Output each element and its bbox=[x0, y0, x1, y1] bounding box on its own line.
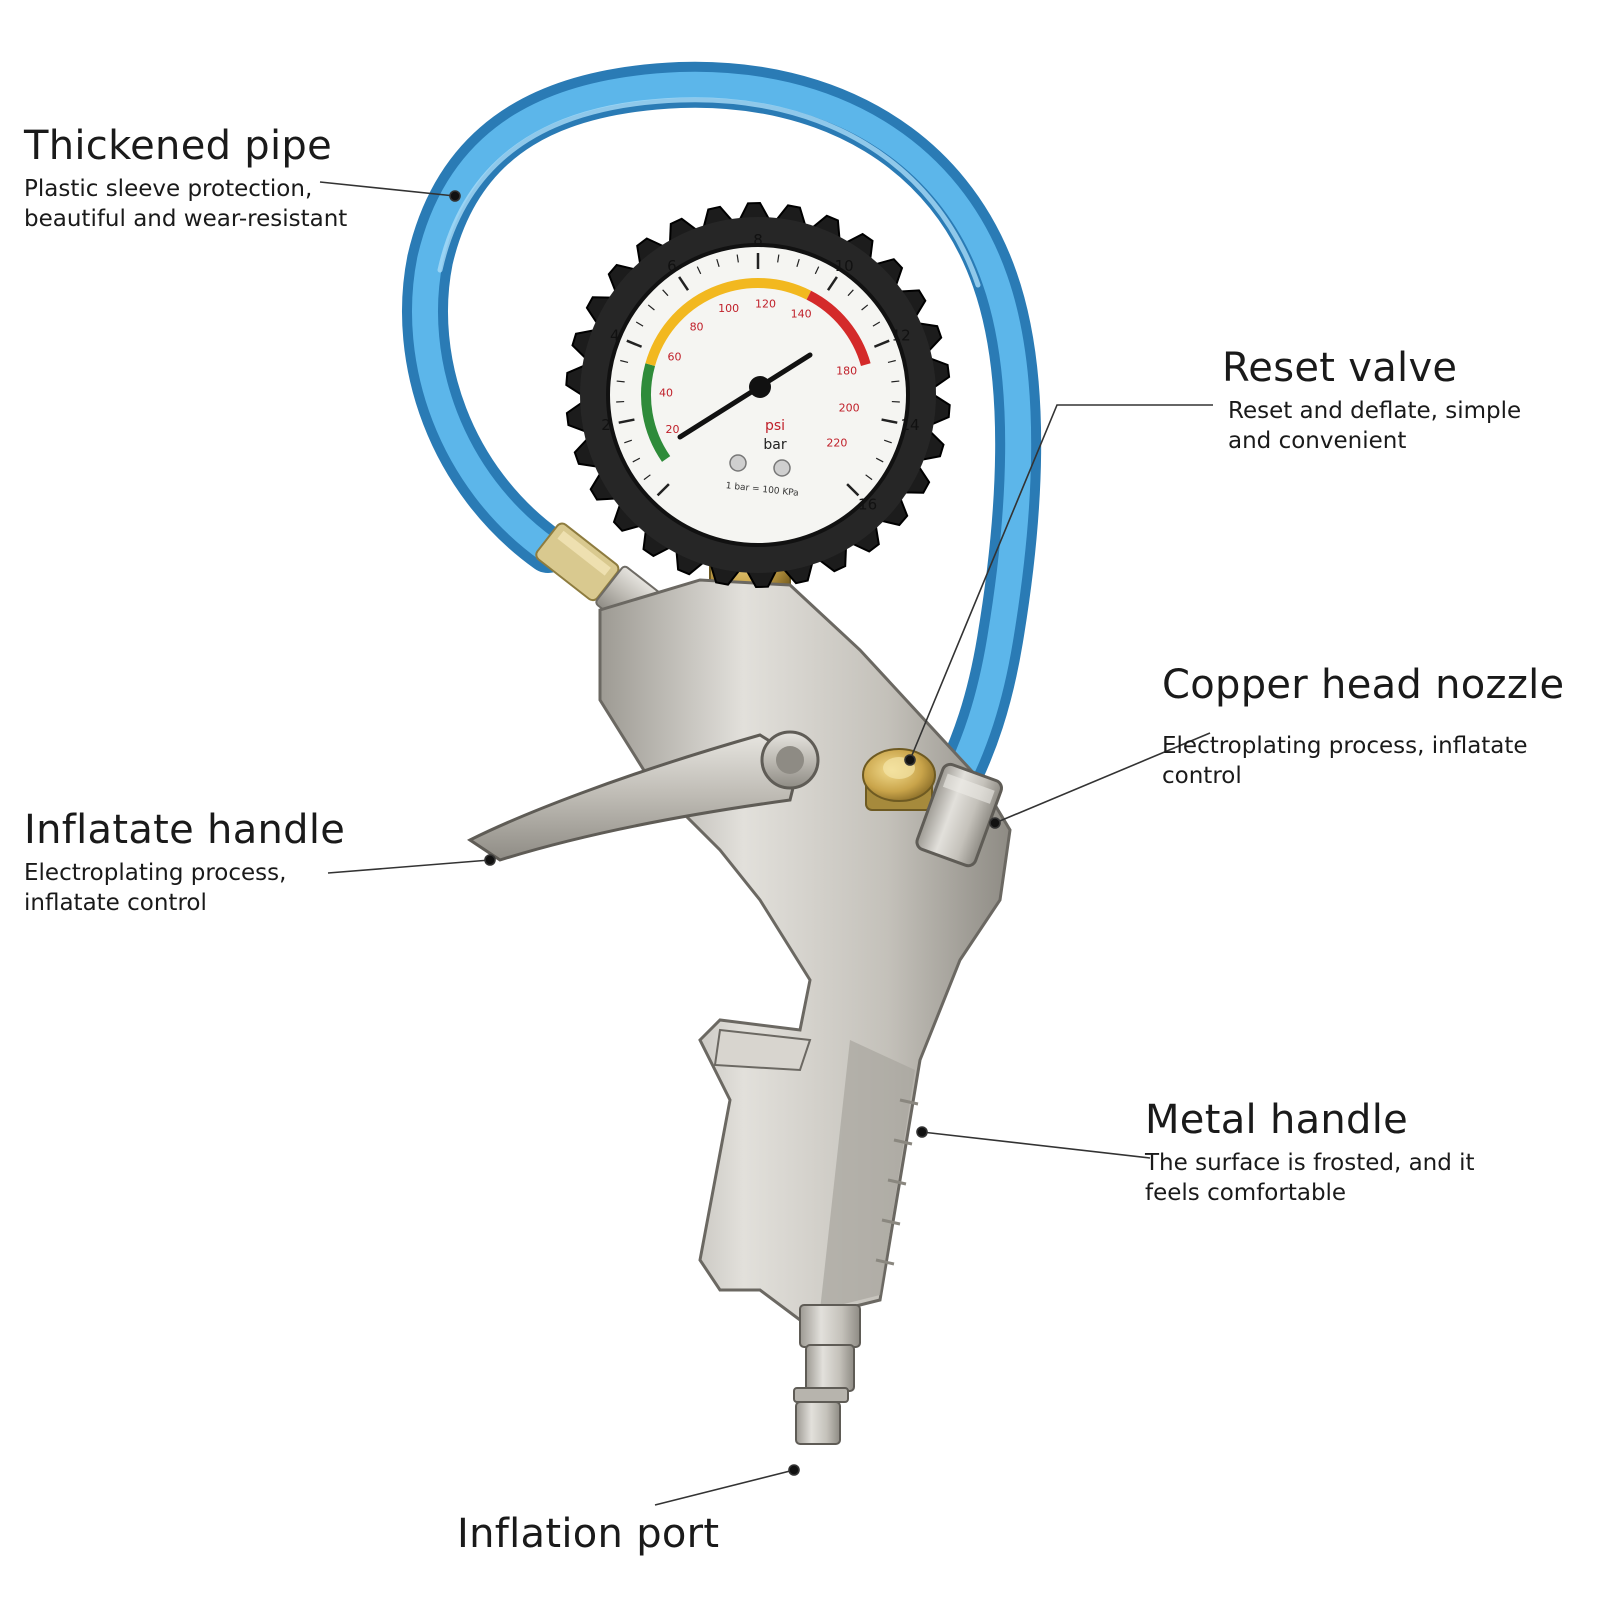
lever-pivot-inner bbox=[776, 746, 804, 774]
psi-tick-label: 40 bbox=[659, 387, 673, 400]
bar-tick-mark bbox=[617, 381, 625, 382]
callout-metal-handle: Metal handle The surface is frosted, and… bbox=[1145, 1096, 1475, 1208]
gauge-hub bbox=[749, 376, 771, 398]
callout-title: Metal handle bbox=[1145, 1096, 1475, 1144]
gun-body bbox=[600, 580, 1010, 1320]
gauge-screw-left bbox=[730, 455, 746, 471]
callout-description: Reset and deflate, simple and convenient bbox=[1228, 396, 1521, 456]
bar-tick-label: 16 bbox=[858, 496, 877, 514]
anchor-metal-handle bbox=[917, 1127, 927, 1137]
leader-metal-handle bbox=[922, 1132, 1150, 1158]
callout-inflate-handle: Inflatate handle Electroplating process,… bbox=[24, 806, 345, 918]
psi-tick-label: 20 bbox=[666, 423, 680, 436]
callout-copper-head-nozzle: Copper head nozzle Electroplating proces… bbox=[1162, 661, 1564, 791]
bar-tick-label: 4 bbox=[610, 327, 620, 345]
gauge-unit-psi: psi bbox=[765, 418, 785, 434]
anchor-inflation-port bbox=[789, 1465, 799, 1475]
callout-title: Inflatate handle bbox=[24, 806, 345, 854]
psi-tick-label: 120 bbox=[755, 297, 776, 310]
callout-description: Plastic sleeve protection, beautiful and… bbox=[24, 174, 347, 234]
psi-tick-label: 80 bbox=[690, 321, 704, 334]
anchor-reset-valve bbox=[905, 755, 915, 765]
bar-tick-label: 8 bbox=[753, 231, 763, 249]
leader-inflate-handle bbox=[328, 860, 490, 873]
callout-description: Electroplating process, inflatate contro… bbox=[1162, 731, 1564, 791]
psi-tick-label: 180 bbox=[836, 364, 857, 377]
anchor-inflate-handle bbox=[485, 855, 495, 865]
callout-title: Reset valve bbox=[1222, 344, 1521, 392]
gauge-screw-right bbox=[774, 460, 790, 476]
bar-tick-label: 12 bbox=[892, 327, 911, 345]
callout-title: Inflation port bbox=[457, 1510, 719, 1558]
callout-title: Thickened pipe bbox=[24, 122, 347, 170]
bar-tick-mark bbox=[891, 381, 899, 382]
bar-tick-label: 2 bbox=[601, 416, 611, 434]
callout-description: The surface is frosted, and it feels com… bbox=[1145, 1148, 1475, 1208]
bar-tick-label: 6 bbox=[667, 257, 677, 275]
psi-tick-label: 220 bbox=[826, 436, 847, 449]
anchor-copper-nozzle bbox=[990, 818, 1000, 828]
callout-thickened-pipe: Thickened pipe Plastic sleeve protection… bbox=[24, 122, 347, 234]
leader-inflation-port bbox=[655, 1470, 794, 1505]
psi-tick-label: 140 bbox=[791, 308, 812, 321]
bar-tick-label: 10 bbox=[835, 257, 854, 275]
anchor-thickened-pipe bbox=[450, 191, 460, 201]
callout-inflation-port: Inflation port bbox=[457, 1510, 719, 1558]
reset-valve bbox=[863, 749, 935, 810]
psi-tick-label: 100 bbox=[718, 302, 739, 315]
callout-description: Electroplating process, inflatate contro… bbox=[24, 858, 345, 918]
inflation-port bbox=[794, 1305, 860, 1444]
bar-tick-label: 14 bbox=[900, 416, 919, 434]
callout-reset-valve: Reset valve Reset and deflate, simple an… bbox=[1222, 344, 1521, 456]
gauge-unit-bar: bar bbox=[763, 437, 786, 453]
psi-tick-label: 200 bbox=[839, 401, 860, 414]
psi-tick-label: 60 bbox=[668, 350, 682, 363]
callout-title: Copper head nozzle bbox=[1162, 661, 1564, 709]
